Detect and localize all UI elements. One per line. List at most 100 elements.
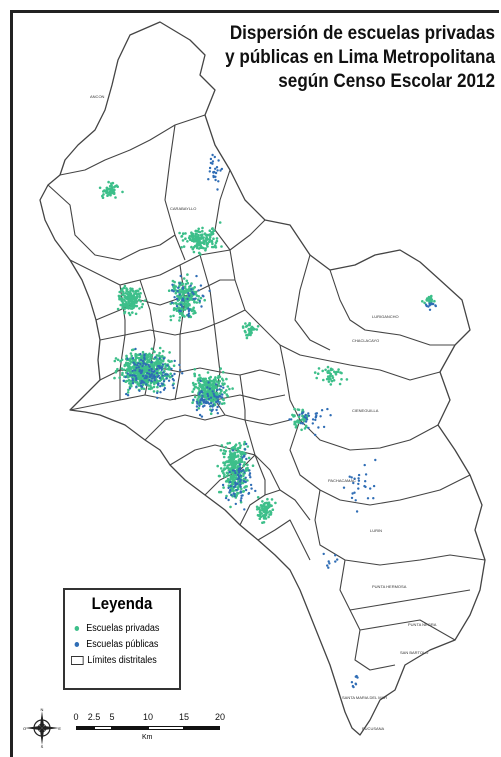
private-school-point — [123, 284, 127, 288]
private-school-point — [209, 412, 213, 416]
private-school-point — [227, 484, 231, 488]
private-school-point — [329, 378, 332, 381]
private-school-point — [245, 324, 249, 328]
public-school-point — [156, 375, 159, 378]
private-school-point — [210, 231, 213, 234]
private-school-point — [178, 319, 181, 322]
private-school-point — [158, 354, 161, 358]
public-school-point — [192, 297, 195, 301]
private-school-point — [116, 367, 119, 371]
private-school-point — [223, 391, 226, 394]
private-school-point — [218, 379, 221, 383]
public-school-point — [141, 364, 144, 368]
private-school-point — [126, 391, 130, 394]
public-school-point — [176, 289, 179, 293]
public-school-point — [186, 297, 189, 301]
private-school-point — [222, 449, 226, 452]
public-school-point — [129, 374, 132, 377]
private-school-point — [190, 245, 193, 249]
public-school-point — [138, 389, 141, 392]
private-school-point — [193, 368, 197, 371]
private-school-point — [190, 282, 193, 285]
private-school-point — [196, 229, 200, 233]
public-school-point — [239, 485, 242, 488]
public-school-point — [244, 488, 248, 492]
private-school-point — [208, 235, 212, 239]
private-school-point — [172, 307, 176, 310]
private-school-point — [217, 375, 221, 379]
public-school-point — [190, 288, 193, 291]
public-school-point — [198, 404, 201, 407]
public-school-point — [322, 425, 326, 429]
public-school-point — [166, 364, 169, 367]
private-school-point — [244, 330, 247, 334]
public-school-point — [139, 352, 142, 356]
public-school-point — [139, 363, 142, 366]
private-school-point — [259, 509, 262, 512]
private-school-point — [295, 424, 298, 427]
private-school-point — [180, 290, 184, 294]
private-school-point — [334, 373, 338, 376]
district-labels: ANCON CARABAYLLO LURIGANCHO CHACLACAYO C… — [90, 94, 437, 731]
private-school-point — [185, 279, 189, 283]
public-school-point — [212, 392, 215, 395]
public-school-point — [150, 380, 153, 383]
private-school-point — [184, 299, 188, 303]
private-school-point — [267, 515, 270, 519]
private-school-point — [202, 242, 206, 246]
private-school-point — [345, 378, 349, 381]
private-school-point — [232, 454, 235, 457]
public-school-point — [143, 354, 146, 357]
private-school-point — [130, 354, 133, 358]
private-school-point — [222, 461, 225, 465]
public-school-point — [218, 395, 221, 398]
private-school-point — [199, 296, 203, 300]
public-school-point — [191, 291, 194, 294]
private-school-point — [259, 515, 263, 518]
private-school-point — [198, 242, 201, 245]
public-school-point — [216, 169, 219, 172]
private-school-point — [178, 288, 181, 292]
private-school-point — [201, 237, 205, 240]
private-school-point — [236, 491, 239, 495]
private-school-point — [428, 299, 431, 302]
private-school-point — [202, 239, 206, 242]
private-school-point — [215, 380, 219, 383]
public-school-point — [235, 488, 238, 492]
public-school-point — [201, 394, 204, 397]
boundary-box-icon — [71, 655, 84, 665]
private-school-point — [268, 513, 271, 516]
private-school-point — [237, 449, 241, 453]
public-school-point — [148, 369, 151, 372]
private-school-point — [243, 486, 246, 489]
private-school-point — [147, 387, 151, 391]
public-school-point — [239, 483, 242, 486]
private-school-point — [218, 490, 221, 494]
district-label: PACHACAMAC — [328, 478, 356, 483]
private-school-point — [188, 235, 192, 238]
private-school-point — [144, 370, 147, 373]
private-school-point — [211, 227, 214, 230]
public-school-point — [156, 391, 159, 395]
private-school-point — [193, 239, 197, 243]
private-school-point — [256, 513, 260, 517]
private-school-point — [181, 293, 185, 297]
private-school-point — [197, 377, 200, 381]
private-school-point — [243, 440, 246, 444]
private-school-point — [149, 381, 153, 385]
public-school-point — [374, 458, 377, 462]
private-school-point — [142, 387, 146, 391]
public-school-point — [244, 476, 247, 479]
private-school-point — [226, 385, 230, 388]
district-label: CHACLACAYO — [352, 338, 379, 343]
private-school-point — [192, 250, 196, 254]
public-school-point — [357, 482, 360, 486]
public-school-point — [327, 560, 330, 563]
public-school-point — [215, 408, 218, 412]
public-school-point — [336, 558, 339, 561]
private-school-point — [190, 293, 193, 297]
private-school-point — [264, 509, 268, 513]
public-school-point — [235, 483, 238, 486]
public-school-point — [237, 475, 240, 478]
public-school-point — [427, 305, 430, 308]
